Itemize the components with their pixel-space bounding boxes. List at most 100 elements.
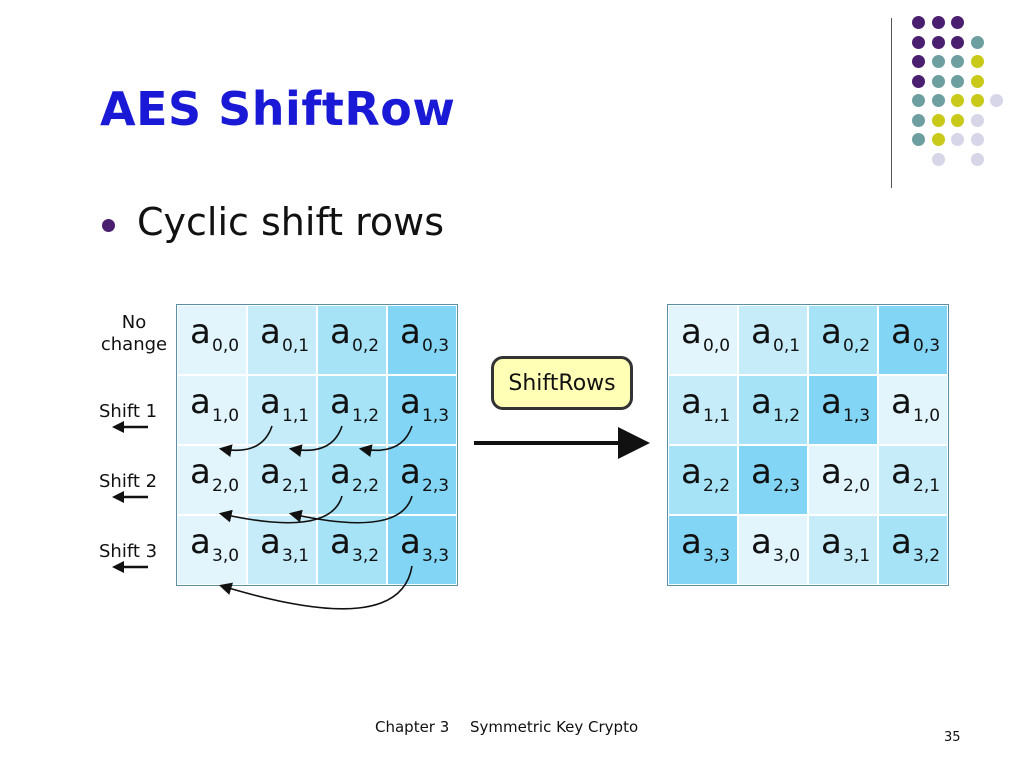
page-number: 35 bbox=[944, 730, 961, 745]
cell-base: a bbox=[330, 382, 351, 422]
decorative-dot bbox=[912, 74, 925, 88]
cell-subscript: 1,3 bbox=[422, 406, 450, 426]
decorative-dot bbox=[951, 133, 964, 146]
cell-base: a bbox=[891, 312, 912, 352]
cell-subscript: 3,2 bbox=[352, 546, 380, 566]
shift-1-left-arrow-icon bbox=[112, 421, 148, 433]
divider-line bbox=[891, 18, 892, 188]
cell-subscript: 3,1 bbox=[282, 546, 310, 566]
cell-subscript: 0,3 bbox=[913, 336, 941, 356]
cell-base: a bbox=[821, 522, 842, 562]
decorative-dot bbox=[931, 55, 945, 68]
cell-subscript: 2,2 bbox=[703, 476, 731, 496]
cell-subscript: 1,1 bbox=[282, 406, 310, 426]
cell-subscript: 2,3 bbox=[773, 476, 801, 496]
cell-subscript: 1,0 bbox=[212, 406, 240, 426]
cell-base: a bbox=[400, 522, 421, 562]
decorative-dot bbox=[970, 133, 984, 146]
transform-arrow-icon bbox=[474, 427, 650, 459]
cell-base: a bbox=[891, 522, 912, 562]
cell-base: a bbox=[260, 452, 281, 492]
row-label-shift-2: Shift 2 bbox=[99, 471, 158, 492]
decorative-dot bbox=[931, 152, 945, 166]
cell-subscript: 1,0 bbox=[913, 406, 941, 426]
cell-base: a bbox=[400, 452, 421, 492]
cell-base: a bbox=[190, 452, 211, 492]
decorative-dot bbox=[931, 16, 945, 29]
cell-base: a bbox=[821, 382, 842, 422]
cell-subscript: 3,0 bbox=[212, 546, 240, 566]
cell-base: a bbox=[400, 382, 421, 422]
cell-subscript: 3,2 bbox=[913, 546, 941, 566]
row2-shift-curves bbox=[218, 495, 413, 524]
cell-base: a bbox=[681, 382, 702, 422]
decorative-dot bbox=[912, 94, 925, 107]
decorative-dot bbox=[912, 16, 925, 29]
cell-subscript: 1,2 bbox=[773, 406, 801, 426]
decorative-dot bbox=[970, 113, 984, 127]
cell-base: a bbox=[821, 312, 842, 352]
cell-subscript: 3,3 bbox=[703, 546, 731, 566]
row-label-shift-1: Shift 1 bbox=[99, 401, 158, 422]
cell-subscript: 2,1 bbox=[282, 476, 310, 496]
cell-subscript: 0,1 bbox=[773, 336, 801, 356]
decorative-dot bbox=[970, 74, 984, 88]
cell-base: a bbox=[891, 452, 912, 492]
decorative-dot bbox=[931, 113, 945, 127]
cell-subscript: 0,2 bbox=[843, 336, 871, 356]
row3-shift-curve bbox=[218, 565, 413, 610]
decorative-dot bbox=[951, 74, 964, 88]
cell-subscript: 1,2 bbox=[352, 406, 380, 426]
cell-subscript: 2,3 bbox=[422, 476, 450, 496]
row1-shift-curves bbox=[218, 425, 413, 457]
decorative-dot bbox=[951, 94, 964, 107]
decorative-dot bbox=[951, 113, 964, 127]
cell-subscript: 1,1 bbox=[703, 406, 731, 426]
decorative-dot bbox=[970, 35, 984, 49]
row-label-shift-3: Shift 3 bbox=[99, 541, 158, 562]
cell-base: a bbox=[681, 522, 702, 562]
decorative-dot bbox=[951, 35, 964, 49]
cell-base: a bbox=[751, 312, 772, 352]
cell-subscript: 3,0 bbox=[773, 546, 801, 566]
cell-subscript: 0,3 bbox=[422, 336, 450, 356]
cell-subscript: 3,3 bbox=[422, 546, 450, 566]
cell-subscript: 2,0 bbox=[212, 476, 240, 496]
cell-base: a bbox=[190, 382, 211, 422]
decorative-dot bbox=[970, 152, 984, 166]
cell-base: a bbox=[681, 452, 702, 492]
decorative-dot bbox=[951, 16, 964, 29]
cell-subscript: 1,3 bbox=[843, 406, 871, 426]
cell-base: a bbox=[330, 522, 351, 562]
decorative-dot bbox=[970, 55, 984, 68]
shift-3-left-arrow-icon bbox=[112, 561, 148, 573]
cell-subscript: 0,0 bbox=[212, 336, 240, 356]
cell-base: a bbox=[330, 452, 351, 492]
cell-subscript: 3,1 bbox=[843, 546, 871, 566]
bullet-icon bbox=[102, 219, 115, 232]
